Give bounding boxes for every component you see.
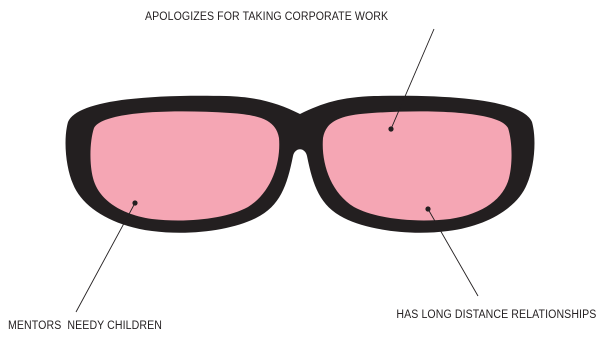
glasses-frame xyxy=(66,96,535,233)
leader-dot-bottom-right xyxy=(425,206,430,211)
left-lens xyxy=(90,111,279,220)
right-lens xyxy=(323,111,512,220)
leader-dot-top xyxy=(388,126,393,131)
callout-label-top: APOLOGIZES FOR TAKING CORPORATE WORK xyxy=(145,10,388,24)
leader-dot-bottom-left xyxy=(132,200,137,205)
callout-label-bottom-left: MENTORS NEEDY CHILDREN xyxy=(8,319,162,333)
callout-label-bottom-right: HAS LONG DISTANCE RELATIONSHIPS xyxy=(396,308,596,322)
leader-line-bottom-left xyxy=(76,203,135,312)
